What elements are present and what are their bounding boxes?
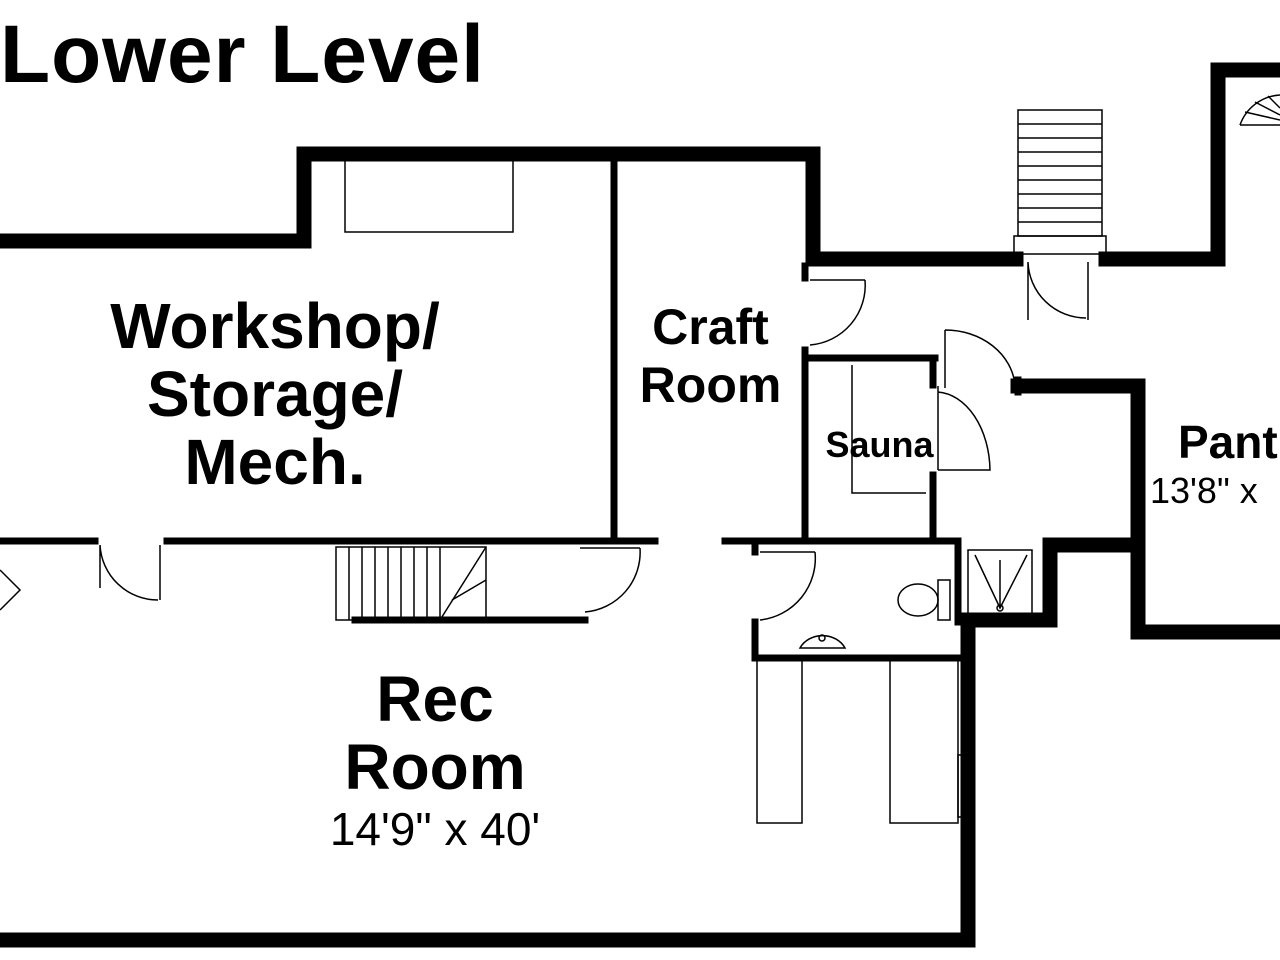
stairs-exterior [1013,109,1107,255]
workshop-label: Workshop/ Storage/ Mech. [100,292,450,496]
stairs-rec [335,546,487,621]
toilet-tank [937,579,951,621]
door-exterior [1027,261,1089,320]
wall-top-left [0,146,1024,267]
door-rec-stair [580,547,641,613]
wall-top-right [1098,62,1280,267]
door-sauna [937,386,991,471]
pantry-label: Pant 13'8" x [1150,415,1278,513]
craft-room-label-line1: Craft [652,299,769,355]
page-title: Lower Level [0,9,485,100]
stairs-spiral [1239,94,1280,126]
sauna-bench [851,365,926,494]
rec-room-label-line2: Room [344,731,526,803]
door-craft-hall [809,279,866,346]
rec-room-label-dims: 14'9" x 40' [329,803,541,855]
rec-room-label: Rec Room 14'9" x 40' [280,665,590,857]
shower [967,549,1033,615]
sauna-label: Sauna [825,424,934,465]
exterior-walls [0,62,1280,948]
craft-room-label: Craft Room [618,298,803,414]
craft-room-label-line2: Room [639,357,782,413]
pantry-label-name: Pant [1178,416,1278,468]
shower-drain [974,554,1028,610]
workbench [344,159,514,233]
rec-counter-right [889,659,959,824]
toilet-bowl [897,583,939,617]
doors [0,261,1089,621]
rec-window [957,754,971,818]
rec-counter-left [756,659,803,824]
wall-right-lower [0,537,1280,948]
sink [798,634,847,649]
wall-pantry [1010,378,1146,553]
workshop-label-line2: Storage/ [146,358,404,430]
fixtures [344,159,1033,824]
rec-room-label-line1: Rec [376,663,494,735]
workshop-label-line3: Mech. [184,426,366,498]
pantry-label-dims: 13'8" x [1150,470,1258,511]
door-hall-pantry [944,329,1016,388]
door-rec-left [0,569,22,611]
door-bath [759,551,817,621]
workshop-label-line1: Workshop/ [110,290,440,362]
door-workshop-rec [99,544,161,601]
